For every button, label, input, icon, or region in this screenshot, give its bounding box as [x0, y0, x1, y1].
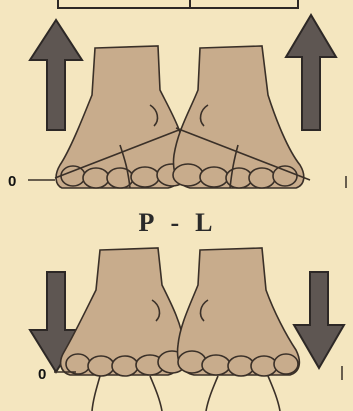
zero-label-top: 0	[8, 173, 16, 190]
pair-label-separator: -	[170, 208, 181, 238]
arrow-up-icon	[30, 20, 82, 130]
arrow-up-icon	[286, 15, 336, 130]
pair-label-left: P	[139, 208, 157, 238]
pair-label: P-L	[0, 208, 353, 238]
right-foot-icon	[173, 46, 310, 188]
left-foot-icon	[55, 46, 187, 188]
zero-label-bottom: 0	[38, 366, 46, 383]
right-foot-icon	[178, 248, 300, 411]
arrow-down-icon	[294, 272, 344, 368]
top-frame	[58, 0, 298, 8]
pair-label-right: L	[195, 208, 214, 238]
left-foot-icon	[61, 248, 186, 411]
